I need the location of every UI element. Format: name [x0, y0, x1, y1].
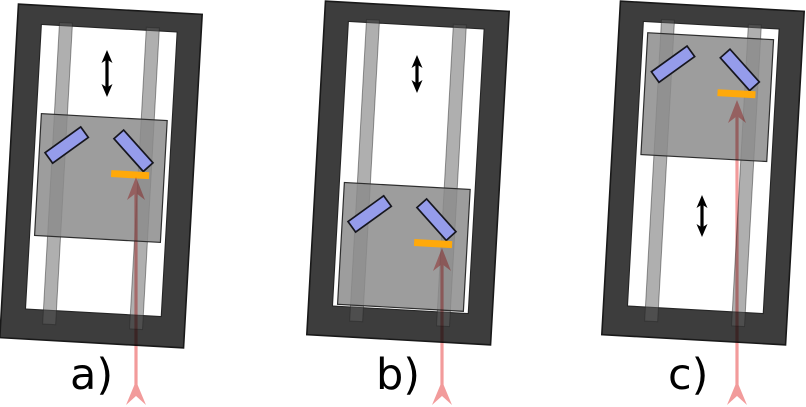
panel-c — [540, 0, 806, 407]
panel-a-drawing — [0, 3, 204, 405]
carriage-assembly — [336, 181, 471, 312]
panel-label-c: c) — [668, 350, 709, 400]
panel-b — [270, 0, 520, 407]
laser-beam-arrow-icon — [126, 177, 146, 405]
mirror-right — [415, 197, 458, 242]
panel-c-drawing — [600, 0, 806, 405]
panel-a — [0, 0, 240, 407]
panel-label-b: b) — [376, 350, 421, 400]
laser-beam-arrow-icon — [727, 100, 747, 405]
target-bar — [110, 170, 150, 180]
target-bar — [717, 89, 756, 99]
carriage-assembly — [640, 32, 775, 163]
mirror-left — [650, 44, 696, 84]
mirror-right — [719, 47, 761, 92]
laser-beam-arrow-icon — [432, 248, 452, 405]
panel-label-a: a) — [70, 350, 114, 400]
vertical-motion-arrow-icon — [411, 55, 423, 93]
stage-device — [305, 0, 511, 346]
mirror-right — [112, 128, 155, 173]
panel-b-drawing — [305, 0, 511, 405]
mirror-left — [43, 125, 90, 165]
vertical-motion-arrow-icon — [696, 195, 708, 237]
carriage-assembly — [33, 112, 168, 244]
mirror-left — [346, 194, 393, 234]
stage-device — [0, 3, 204, 349]
stage-device — [600, 0, 806, 346]
vertical-motion-arrow-icon — [101, 50, 113, 97]
target-bar — [413, 238, 453, 249]
